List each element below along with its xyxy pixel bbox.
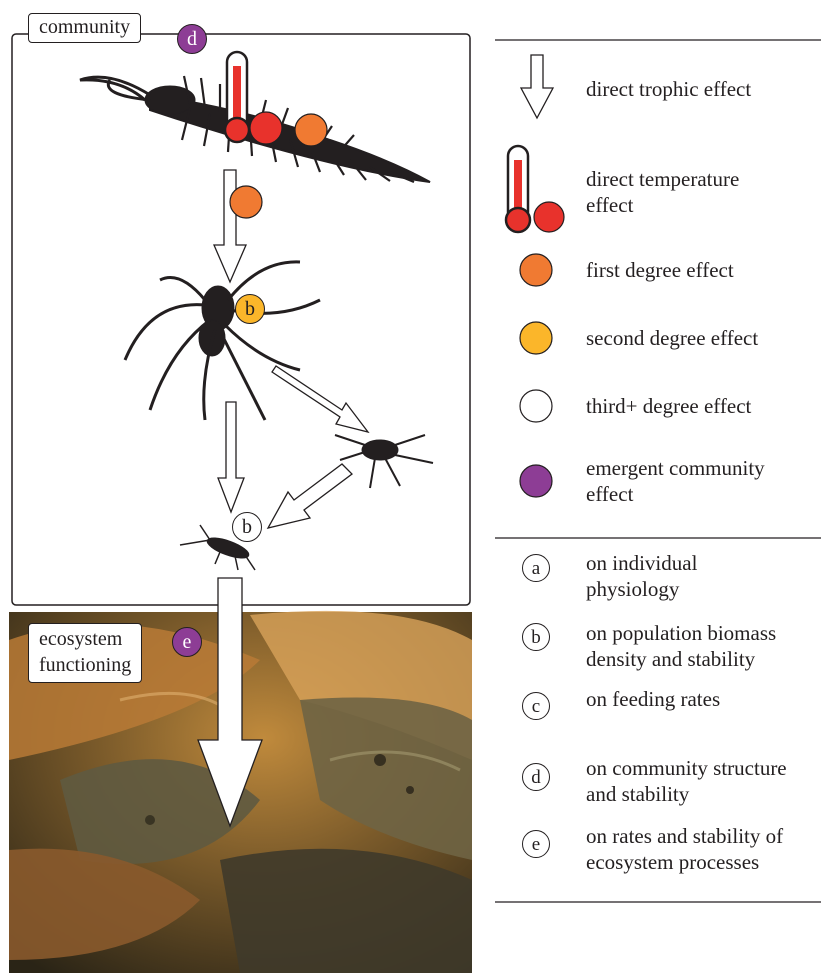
legend-yellow-dot-icon bbox=[520, 322, 552, 354]
legend-label-emergent: emergent community effect bbox=[586, 455, 765, 507]
legend-purple-dot-icon bbox=[520, 465, 552, 497]
legend-label-temperature-line2: effect bbox=[586, 192, 739, 218]
legend-letter-a: a bbox=[522, 554, 550, 582]
legend-letter-a-line2: physiology bbox=[586, 576, 697, 602]
legend-letter-c-text: on feeding rates bbox=[586, 686, 720, 712]
legend-orange-dot-icon bbox=[520, 254, 552, 286]
first-degree-dot-centipede bbox=[295, 114, 327, 146]
legend-label-second: second degree effect bbox=[586, 325, 758, 351]
legend-letter-e-line1: on rates and stability of bbox=[586, 823, 783, 849]
legend-letter-e-text: on rates and stability of ecosystem proc… bbox=[586, 823, 783, 875]
legend-letter-d-line2: and stability bbox=[586, 781, 787, 807]
legend-letter-b-line2: density and stability bbox=[586, 646, 776, 672]
legend-letter-d-text: on community structure and stability bbox=[586, 755, 787, 807]
legend-letter-e-line2: ecosystem processes bbox=[586, 849, 783, 875]
community-tag-label: community bbox=[39, 16, 130, 38]
legend-label-temperature: direct temperature effect bbox=[586, 166, 739, 218]
legend-letter-d-line1: on community structure bbox=[586, 755, 787, 781]
legend-letter-a-line1: on individual bbox=[586, 550, 697, 576]
thermometer-icon bbox=[225, 52, 249, 142]
legend-label-first: first degree effect bbox=[586, 257, 734, 283]
legend-white-dot-icon bbox=[520, 390, 552, 422]
first-degree-dot-arrow bbox=[230, 186, 262, 218]
legend-letter-b: b bbox=[522, 623, 550, 651]
legend-letter-c: c bbox=[522, 692, 550, 720]
legend-label-emergent-line1: emergent community bbox=[586, 455, 765, 481]
legend-arrow-icon bbox=[521, 55, 553, 118]
community-tag: community bbox=[28, 13, 141, 43]
legend-label-trophic: direct trophic effect bbox=[586, 76, 751, 102]
legend-letter-e: e bbox=[522, 830, 550, 858]
spider-marker: b bbox=[235, 294, 265, 324]
community-marker: d bbox=[177, 24, 207, 54]
legend-label-emergent-line2: effect bbox=[586, 481, 765, 507]
ecosystem-tag-line2: functioning bbox=[39, 652, 131, 678]
legend-letter-b-line1: on population biomass bbox=[586, 620, 776, 646]
prey-marker: b bbox=[232, 512, 262, 542]
legend-label-temperature-line1: direct temperature bbox=[586, 166, 739, 192]
legend-letter-c-line1: on feeding rates bbox=[586, 686, 720, 712]
direct-temp-dot bbox=[250, 112, 282, 144]
ecosystem-marker: e bbox=[172, 627, 202, 657]
legend-letter-d: d bbox=[522, 763, 550, 791]
legend-label-third: third+ degree effect bbox=[586, 393, 751, 419]
legend-letter-b-text: on population biomass density and stabil… bbox=[586, 620, 776, 672]
legend-thermometer-icon bbox=[506, 146, 564, 232]
ecosystem-tag: ecosystem functioning bbox=[28, 623, 142, 683]
ecosystem-tag-line1: ecosystem bbox=[39, 626, 131, 652]
legend-letter-a-text: on individual physiology bbox=[586, 550, 697, 602]
